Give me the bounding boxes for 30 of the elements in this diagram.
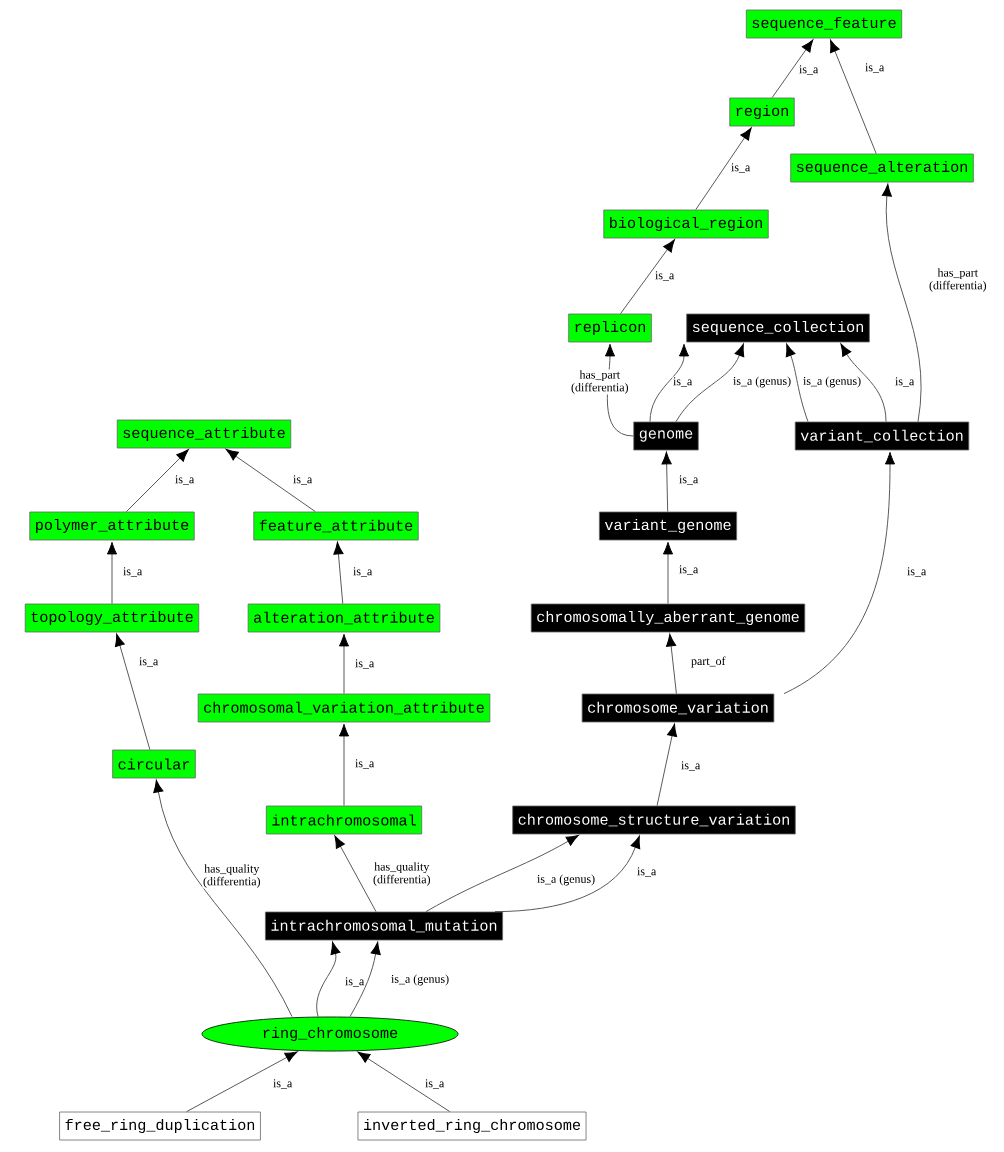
arrow [656,723,678,807]
arrow [334,835,377,913]
arrow [649,343,690,423]
arrow [425,834,579,913]
arrow [830,39,877,155]
arrow [349,941,381,1018]
arrow [675,343,745,423]
arrow [494,835,641,913]
arrow [333,541,344,605]
arrow [771,39,814,99]
arrow [661,451,672,513]
arrow [662,541,674,605]
arrow [338,723,350,807]
arrow [881,183,922,423]
arrow [225,449,316,513]
arrow [153,779,293,1018]
arrow [785,343,809,423]
arrow [695,127,752,211]
arrow [840,343,887,423]
arrow [604,343,634,437]
arrow [338,633,350,695]
arrow [114,633,151,751]
arrow [357,1051,451,1113]
arrow [620,239,675,315]
arrow [666,633,677,695]
arrow [186,1051,298,1113]
arrow [106,541,118,605]
arrow [783,451,896,695]
arrow [316,941,341,1018]
arrow [125,449,189,513]
